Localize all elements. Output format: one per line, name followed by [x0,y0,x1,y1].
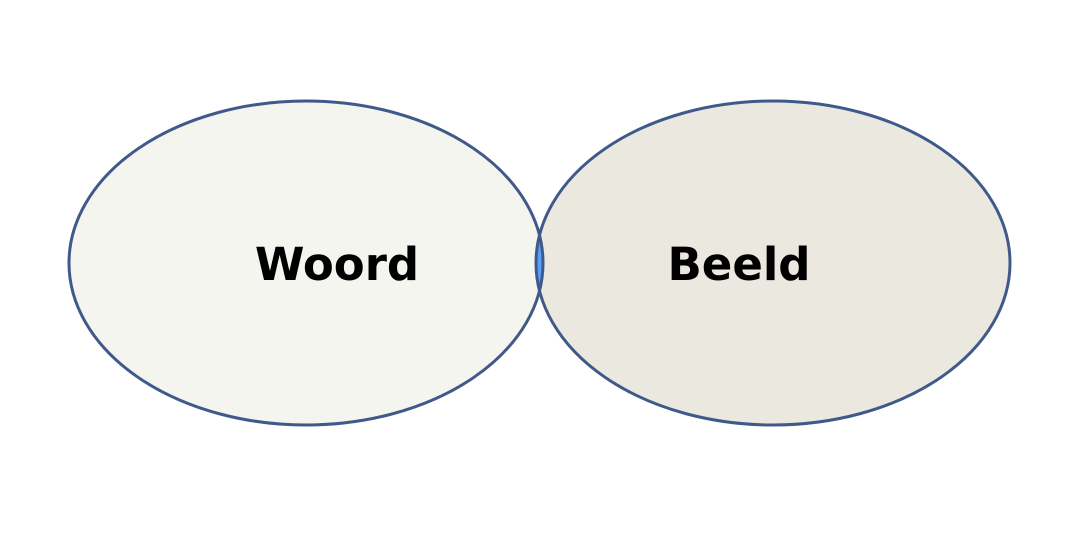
beeld-set-ellipse [536,101,1010,425]
beeld-label: Beeld [668,238,811,291]
woord-set-ellipse [69,101,543,425]
woord-label: Woord [255,238,419,291]
beeld-set-outline [534,99,1012,427]
woord-set-outline [67,99,545,427]
